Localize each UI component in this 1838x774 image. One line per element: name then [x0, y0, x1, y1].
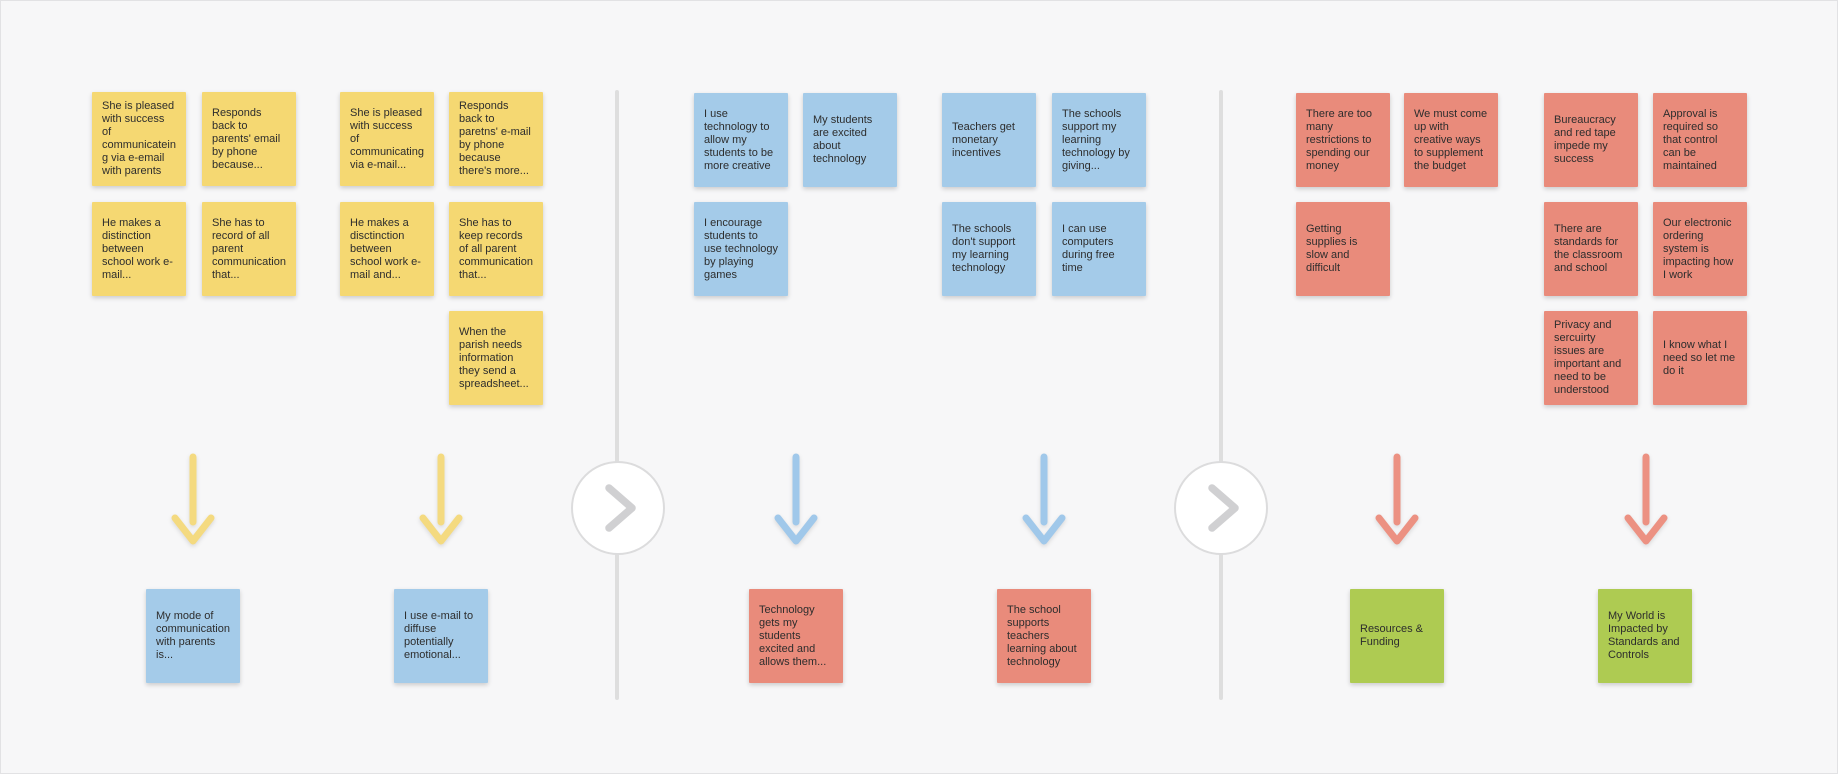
sticky-note[interactable]: I can use computers during free time: [1052, 202, 1146, 296]
sticky-note[interactable]: When the parish needs information they s…: [449, 311, 543, 405]
summary-note-text: My World is Impacted by Standards and Co…: [1608, 610, 1680, 661]
sticky-note-text: When the parish needs information they s…: [459, 325, 529, 390]
sticky-note-text: My students are excited about technology: [813, 114, 873, 165]
sticky-note[interactable]: There are too many restrictions to spend…: [1296, 93, 1390, 187]
sticky-note[interactable]: Getting supplies is slow and difficult: [1296, 202, 1390, 296]
summary-note-text: Technology gets my students excited and …: [759, 603, 827, 668]
sticky-note[interactable]: The schools support my learning technolo…: [1052, 93, 1146, 187]
sticky-note[interactable]: She is pleased with success of communica…: [92, 92, 186, 186]
cluster-summary-arrow[interactable]: [774, 452, 818, 548]
sticky-note[interactable]: I encourage students to use technology b…: [694, 202, 788, 296]
cluster-summary-arrow[interactable]: [171, 452, 215, 548]
sticky-note[interactable]: I use technology to allow my students to…: [694, 93, 788, 187]
summary-note-text: My mode of communication with parents is…: [156, 610, 230, 661]
sticky-note-text: Responds back to parents' email by phone…: [212, 106, 281, 171]
sticky-note[interactable]: My students are excited about technology: [803, 93, 897, 187]
summary-note-text: I use e-mail to diffuse potentially emot…: [404, 610, 474, 661]
sticky-note-text: I know what I need so let me do it: [1663, 338, 1736, 377]
sticky-note-text: She has to keep records of all parent co…: [459, 216, 533, 281]
sticky-note[interactable]: The schools don't support my learning te…: [942, 202, 1036, 296]
cluster-summary-arrow[interactable]: [1624, 452, 1668, 548]
section-divider: [615, 90, 619, 700]
sticky-note[interactable]: He makes a disctinction between school w…: [340, 202, 434, 296]
sticky-note-text: Privacy and sercuirty issues are importa…: [1554, 319, 1622, 396]
summary-note-text: The school supports teachers learning ab…: [1007, 603, 1077, 668]
sticky-note[interactable]: Responds back to paretns' e-mail by phon…: [449, 92, 543, 186]
sticky-note-text: She is pleased with success of communica…: [102, 100, 176, 177]
sticky-note-text: Approval is required so that control can…: [1663, 107, 1719, 172]
sticky-note-text: There are too many restrictions to spend…: [1306, 107, 1373, 172]
arrow-down-icon: [774, 453, 818, 545]
sticky-note-text: He makes a distinction between school wo…: [102, 216, 173, 281]
arrow-down-icon: [1022, 453, 1066, 545]
summary-note-text: Resources & Funding: [1360, 623, 1423, 648]
sticky-note[interactable]: Teachers get monetary incentives: [942, 93, 1036, 187]
summary-note[interactable]: My mode of communication with parents is…: [146, 589, 240, 683]
next-section-button[interactable]: [571, 461, 665, 555]
sticky-note-text: Getting supplies is slow and difficult: [1306, 223, 1358, 274]
section-divider: [1219, 90, 1223, 700]
sticky-note[interactable]: She has to keep records of all parent co…: [449, 202, 543, 296]
arrow-down-icon: [1375, 453, 1419, 545]
sticky-note-text: The schools don't support my learning te…: [952, 223, 1016, 274]
summary-note[interactable]: Technology gets my students excited and …: [749, 589, 843, 683]
chevron-right-icon: [605, 484, 636, 532]
arrow-down-icon: [1624, 453, 1668, 545]
chevron-right-icon: [1208, 484, 1239, 532]
sticky-note[interactable]: He makes a distinction between school wo…: [92, 202, 186, 296]
arrow-down-icon: [419, 453, 463, 545]
sticky-note[interactable]: Our electronic ordering system is impact…: [1653, 202, 1747, 296]
sticky-note-text: I use technology to allow my students to…: [704, 107, 774, 172]
sticky-note-text: Responds back to paretns' e-mail by phon…: [459, 100, 531, 177]
sticky-note[interactable]: She is pleased with success of communica…: [340, 92, 434, 186]
sticky-note-text: He makes a disctinction between school w…: [350, 216, 421, 281]
sticky-note-text: There are standards for the classroom an…: [1554, 223, 1623, 274]
summary-note[interactable]: I use e-mail to diffuse potentially emot…: [394, 589, 488, 683]
sticky-note[interactable]: There are standards for the classroom an…: [1544, 202, 1638, 296]
next-section-button[interactable]: [1174, 461, 1268, 555]
sticky-note-text: Bureaucracy and red tape impede my succe…: [1554, 114, 1616, 165]
sticky-note-text: She has to record of all parent communic…: [212, 216, 286, 281]
sticky-note-text: Teachers get monetary incentives: [952, 120, 1015, 159]
sticky-note-text: Our electronic ordering system is impact…: [1663, 216, 1734, 281]
sticky-note-text: The schools support my learning technolo…: [1062, 107, 1130, 172]
cluster-summary-arrow[interactable]: [1022, 452, 1066, 548]
arrow-down-icon: [171, 453, 215, 545]
sticky-note[interactable]: Approval is required so that control can…: [1653, 93, 1747, 187]
sticky-note-text: I encourage students to use technology b…: [704, 216, 778, 281]
sticky-note-text: We must come up with creative ways to su…: [1414, 107, 1488, 172]
summary-note[interactable]: The school supports teachers learning ab…: [997, 589, 1091, 683]
sticky-note[interactable]: We must come up with creative ways to su…: [1404, 93, 1498, 187]
summary-note[interactable]: Resources & Funding: [1350, 589, 1444, 683]
sticky-note[interactable]: Privacy and sercuirty issues are importa…: [1544, 311, 1638, 405]
sticky-note-text: I can use computers during free time: [1062, 223, 1115, 274]
sticky-note-text: She is pleased with success of communica…: [350, 106, 424, 171]
sticky-note[interactable]: She has to record of all parent communic…: [202, 202, 296, 296]
summary-note[interactable]: My World is Impacted by Standards and Co…: [1598, 589, 1692, 683]
sticky-note[interactable]: I know what I need so let me do it: [1653, 311, 1747, 405]
sticky-note[interactable]: Bureaucracy and red tape impede my succe…: [1544, 93, 1638, 187]
sticky-note[interactable]: Responds back to parents' email by phone…: [202, 92, 296, 186]
cluster-summary-arrow[interactable]: [1375, 452, 1419, 548]
cluster-summary-arrow[interactable]: [419, 452, 463, 548]
